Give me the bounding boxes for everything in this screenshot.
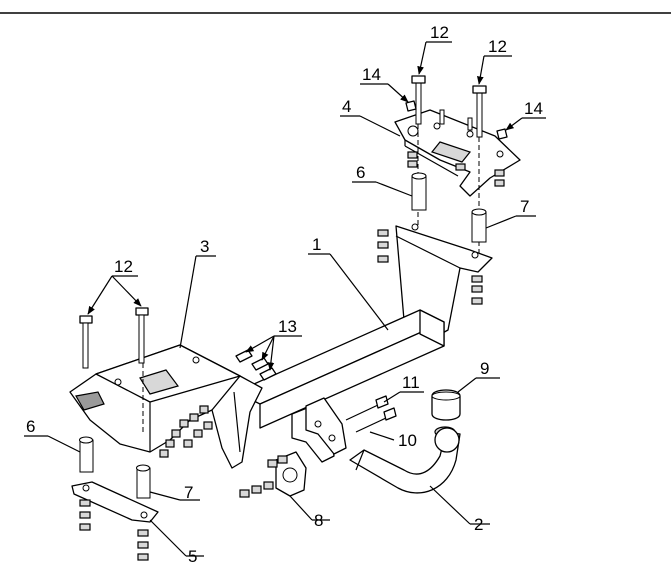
- ball-cover: [431, 389, 461, 421]
- left-spacers: [79, 436, 151, 499]
- callout-2: 2: [474, 515, 483, 534]
- leader-lines: [24, 41, 546, 557]
- callout-7-left: 7: [184, 483, 193, 502]
- tow-ball-arm: [349, 426, 461, 494]
- callout-6-left: 6: [26, 417, 35, 436]
- callout-13: 13: [278, 317, 297, 336]
- left-side-bracket: [69, 344, 263, 469]
- callout-12-left: 12: [114, 257, 133, 276]
- callout-6-right: 6: [356, 163, 365, 182]
- callout-11: 11: [402, 373, 420, 392]
- right-mounting-plate: [394, 109, 521, 197]
- main-crossbar: [235, 309, 445, 429]
- callout-1: 1: [312, 235, 321, 254]
- right-bracket-nuts-left: [377, 229, 389, 263]
- left-long-bolts: [79, 307, 149, 369]
- right-spacers: [411, 172, 487, 243]
- plate-bolts: [405, 75, 508, 140]
- socket-plate-nuts: [239, 455, 288, 498]
- callout-14-top-left: 14: [362, 65, 381, 84]
- callout-8: 8: [314, 511, 323, 530]
- tow-bracket-plates: [291, 397, 347, 463]
- callout-14-top-right: 14: [524, 99, 543, 118]
- left-plate-nuts: [79, 499, 149, 561]
- callout-5: 5: [188, 547, 197, 566]
- callout-10: 10: [398, 431, 417, 450]
- callout-12-top-left: 12: [430, 23, 449, 42]
- callout-3: 3: [200, 237, 209, 256]
- callout-9: 9: [480, 359, 489, 378]
- left-bracket-nuts: [159, 405, 213, 458]
- plate-nuts: [407, 151, 505, 187]
- callout-4: 4: [342, 97, 351, 116]
- ball-mount-bolts: [345, 395, 397, 433]
- right-bracket-nuts-below: [471, 275, 483, 305]
- left-lower-plate: [71, 481, 159, 523]
- callout-7-right: 7: [520, 197, 529, 216]
- callout-12-top-right: 12: [488, 37, 507, 56]
